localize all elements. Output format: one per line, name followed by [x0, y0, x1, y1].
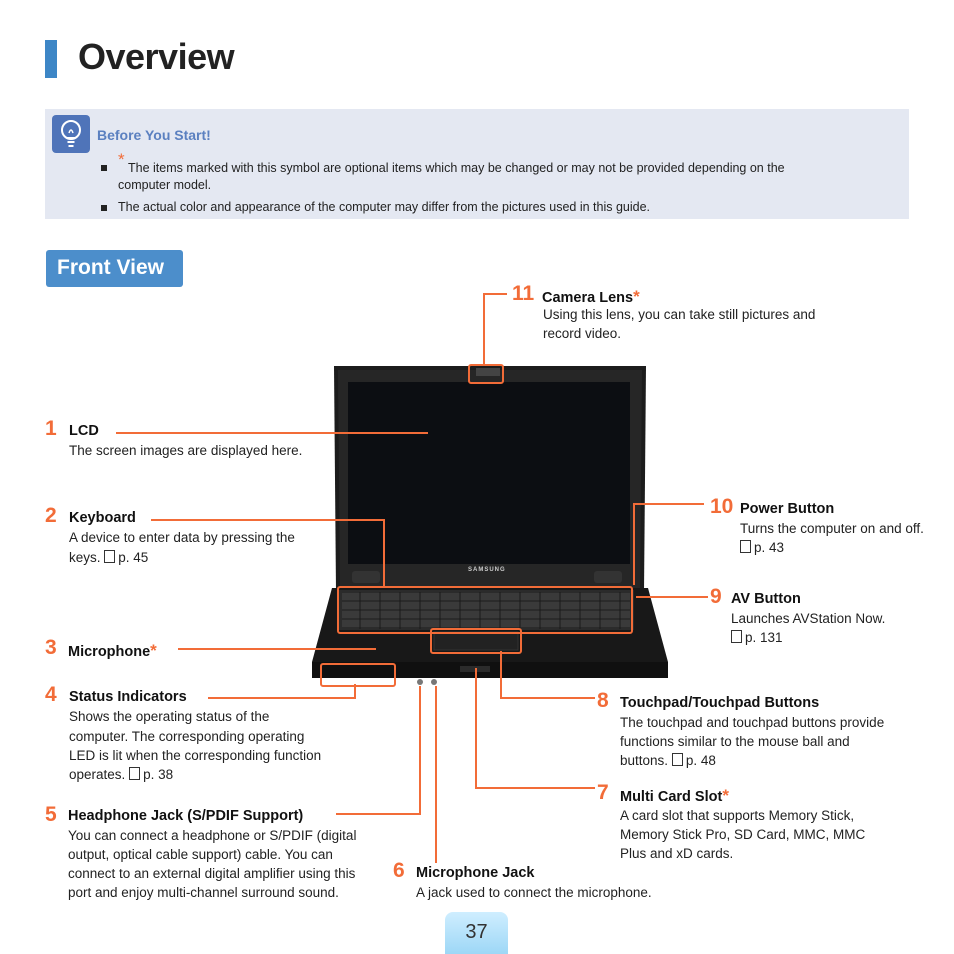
callout-desc-headphone: You can connect a headphone or S/PDIF (d…: [68, 828, 357, 843]
front-view-header: Front View: [46, 250, 183, 287]
callout-title-microphone: Microphone*: [68, 641, 157, 660]
optional-star: *: [633, 287, 640, 306]
leader-line-status: [354, 684, 356, 698]
callout-title-multi-card-slot: Multi Card Slot*: [620, 786, 729, 805]
callout-number: 9: [710, 585, 722, 608]
leader-line-lcd: [116, 432, 428, 434]
callout-number: 7: [597, 781, 609, 804]
callout-desc-keyboard: A device to enter data by pressing the: [69, 530, 295, 545]
page-reference-icon: [740, 540, 751, 553]
callout-desc-camera: record video.: [543, 326, 622, 341]
leader-line-av-button: [636, 596, 708, 598]
keyboard-highlight: [337, 586, 633, 634]
optional-star: *: [118, 150, 125, 169]
callout-desc-camera: Using this lens, you can take still pict…: [543, 307, 816, 322]
tip-bullet-1-text: The items marked with this symbol are op…: [128, 161, 785, 175]
leader-line-microphone: [178, 648, 376, 650]
bullet: [101, 205, 107, 211]
bullet: [101, 165, 107, 171]
page-reference: p. 38: [143, 767, 174, 782]
callout-number: 1: [45, 417, 57, 440]
leader-line-keyboard: [151, 519, 385, 521]
callout-desc-av: p. 131: [731, 628, 783, 648]
callout-desc-card-slot: Memory Stick Pro, SD Card, MMC, MMC: [620, 827, 866, 842]
page-reference-icon: [671, 753, 683, 766]
page-reference-icon: [731, 630, 742, 643]
before-you-start-box: [45, 109, 909, 219]
leader-line-keyboard: [383, 519, 385, 587]
callout-desc-status: Shows the operating status of the: [69, 709, 270, 724]
leader-line-headphone: [419, 686, 421, 815]
page-reference: p. 43: [754, 540, 785, 555]
page-reference: p. 131: [745, 630, 783, 645]
leader-line-headphone: [336, 813, 421, 815]
tip-bullet-2: The actual color and appearance of the c…: [118, 200, 651, 214]
callout-desc-card-slot: Plus and xD cards.: [620, 846, 734, 861]
leader-line-card-slot: [475, 787, 595, 789]
camera-highlight: [468, 364, 504, 384]
touchpad-highlight: [430, 628, 522, 654]
callout-title-status-indicators: Status Indicators: [69, 689, 187, 705]
leader-line-touchpad: [500, 651, 502, 698]
leader-line-mic-jack: [435, 686, 437, 863]
leader-line-touchpad: [500, 697, 595, 699]
callout-title-power-button: Power Button: [740, 501, 835, 517]
callout-number: 11: [512, 282, 535, 305]
tip-heading: Before You Start!: [97, 127, 211, 143]
section-title: Front View: [57, 256, 164, 279]
callout-title-av-button: AV Button: [731, 591, 801, 607]
tip-bullet-1-cont: computer model.: [118, 178, 212, 192]
callout-desc-touchpad: functions similar to the mouse ball and: [620, 734, 850, 749]
leader-line-camera: [483, 293, 507, 295]
page-reference: p. 45: [118, 550, 149, 565]
leader-line-power: [633, 503, 635, 585]
callout-number: 10: [710, 495, 734, 518]
samsung-logo: SAMSUNG: [468, 567, 506, 573]
callout-number: 3: [45, 636, 57, 659]
leader-line-power: [633, 503, 704, 505]
callout-title-camera-lens: Camera Lens*: [542, 287, 640, 306]
callout-desc-status: LED is lit when the corresponding functi…: [69, 748, 322, 763]
callout-number: 5: [45, 803, 57, 826]
callout-title-lcd: LCD: [69, 423, 99, 439]
callout-title-keyboard: Keyboard: [69, 510, 136, 526]
page-reference-icon: [129, 767, 141, 780]
page-number: 37: [465, 921, 488, 943]
callout-desc-card-slot: A card slot that supports Memory Stick,: [620, 808, 855, 823]
optional-star: *: [150, 641, 157, 660]
callout-desc-keyboard: keys. p. 45: [69, 550, 149, 565]
status-indicators-highlight: [320, 663, 396, 687]
page-reference: p. 48: [685, 753, 716, 768]
callout-desc-power: p. 43: [740, 538, 784, 558]
callout-desc-touchpad: buttons. p. 48: [620, 753, 716, 768]
callout-number: 2: [45, 504, 57, 527]
page-reference-icon: [104, 550, 116, 563]
page-title: Overview: [78, 36, 235, 77]
callout-desc-headphone: output, optical cable support) cable. Yo…: [68, 847, 333, 862]
callout-title-headphone-jack: Headphone Jack (S/PDIF Support): [68, 808, 304, 824]
callout-desc-touchpad: The touchpad and touchpad buttons provid…: [620, 715, 885, 730]
callout-desc-status: operates. p. 38: [69, 767, 174, 782]
laptop-illustration: SAMSUNG: [310, 362, 670, 692]
leader-line-camera: [483, 293, 485, 364]
callout-desc-headphone: port and enjoy multi-channel surround so…: [68, 885, 339, 900]
leader-line-card-slot: [475, 668, 477, 788]
lightbulb-icon: [52, 115, 90, 153]
tip-bullet-1: *: [118, 151, 125, 170]
callout-desc-av: Launches AVStation Now.: [731, 611, 886, 626]
callout-desc-power: Turns the computer on and off.: [740, 521, 924, 536]
callout-desc-headphone: connect to an external digital amplifier…: [68, 866, 356, 881]
callout-desc-mic-jack: A jack used to connect the microphone.: [416, 885, 652, 900]
callout-number: 6: [393, 859, 405, 882]
callout-desc-status: computer. The corresponding operating: [69, 729, 305, 744]
callout-number: 4: [45, 683, 57, 706]
callout-title-touchpad: Touchpad/Touchpad Buttons: [620, 695, 820, 711]
title-accent-bar: [45, 40, 57, 78]
callout-number: 8: [597, 689, 609, 712]
page-number-badge: 37: [445, 912, 508, 954]
callout-title-microphone-jack: Microphone Jack: [416, 865, 535, 881]
callout-desc-lcd: The screen images are displayed here.: [69, 443, 303, 458]
leader-line-status: [208, 697, 356, 699]
optional-star: *: [722, 786, 729, 805]
